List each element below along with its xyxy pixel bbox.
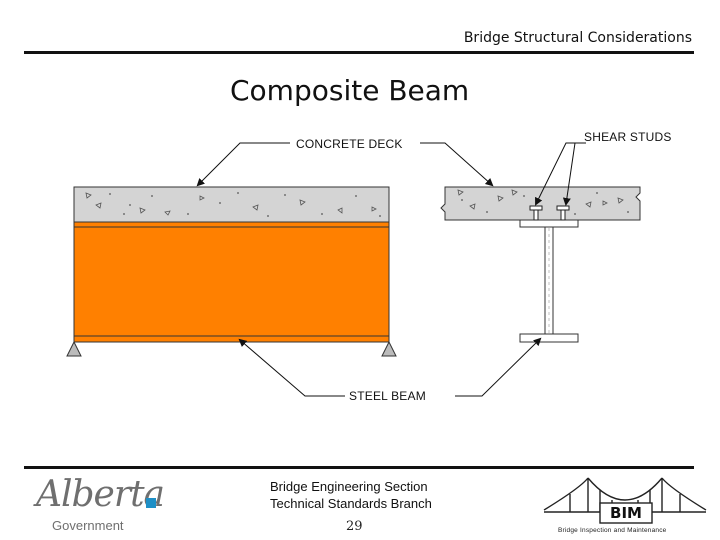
concrete-deck-label: CONCRETE DECK	[296, 137, 403, 151]
steel-beam-label: STEEL BEAM	[349, 389, 426, 403]
i-beam-web	[544, 226, 554, 335]
concrete-speckles	[109, 192, 381, 217]
shear-studs-label: SHEAR STUDS	[584, 130, 672, 144]
header-divider	[24, 51, 694, 54]
i-beam-bottom-flange	[519, 333, 579, 343]
slide-title: Composite Beam	[230, 74, 470, 107]
shear-stud-right	[556, 205, 570, 221]
page-number: 29	[346, 519, 363, 534]
callout-lines	[196, 142, 586, 397]
logo-government-text: Government	[52, 518, 124, 533]
logo-alberta-wordmark: Alberta	[36, 474, 165, 515]
header-title: Bridge Structural Considerations	[463, 30, 692, 46]
right-support	[381, 340, 397, 357]
bim-caption: Bridge Inspection and Maintenance	[558, 527, 667, 534]
section-aggregate-marks	[457, 189, 624, 210]
logo-blue-square	[146, 498, 156, 508]
steel-beam-elevation	[73, 221, 390, 343]
left-support	[66, 340, 82, 357]
bim-logo: BIM Bridge Inspection and Maintenance	[540, 470, 710, 538]
concrete-deck-section	[440, 186, 641, 221]
bim-text: BIM	[610, 504, 642, 522]
concrete-deck-elevation	[73, 186, 390, 223]
concrete-aggregate-marks	[85, 192, 377, 216]
shear-stud-left	[529, 205, 543, 221]
footer-section-text: Bridge Engineering Section	[270, 479, 428, 494]
footer-divider	[24, 466, 694, 469]
footer-branch-text: Technical Standards Branch	[270, 496, 432, 511]
section-speckles	[461, 192, 629, 215]
alberta-government-logo: Alberta Government	[28, 474, 168, 534]
bridge-icon	[543, 477, 707, 524]
i-beam-top-flange	[519, 219, 579, 228]
